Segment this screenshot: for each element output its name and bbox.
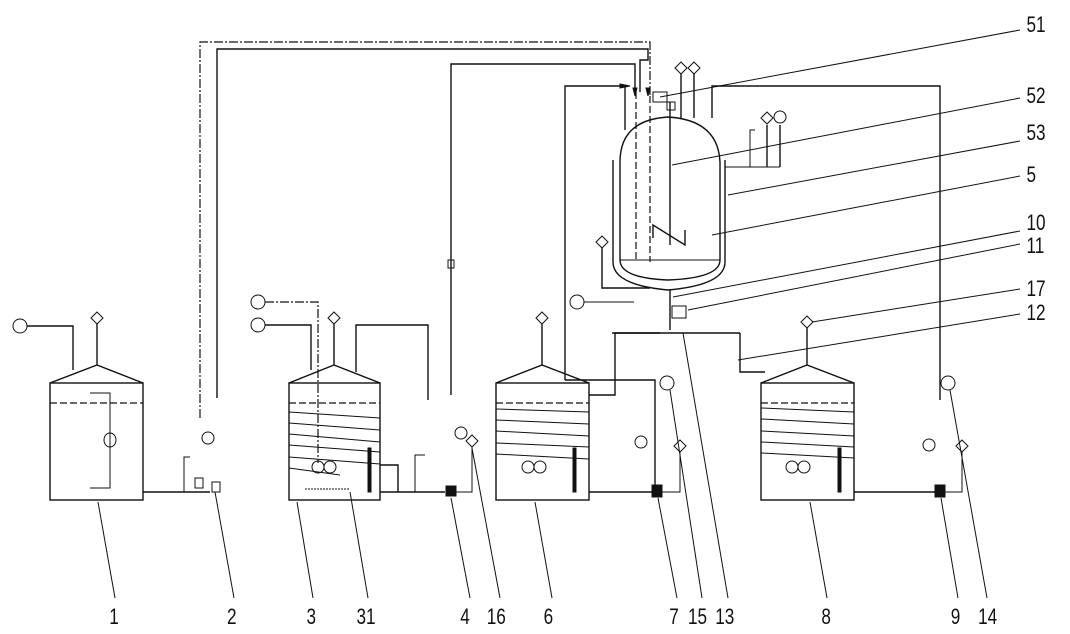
label-6: 6 (544, 605, 554, 630)
label-51: 51 (1026, 13, 1045, 38)
tank-3 (250, 294, 445, 501)
label-52: 52 (1026, 84, 1045, 109)
item-2-valve-station (183, 431, 221, 493)
vent-icon (955, 439, 969, 453)
compressor-icon (250, 317, 266, 333)
label-11: 11 (1026, 234, 1044, 259)
label-10: 10 (1026, 211, 1045, 236)
vent-icon (327, 311, 341, 325)
compressor-icon (12, 318, 28, 334)
tank-6 (495, 311, 687, 501)
compressor-icon (250, 294, 266, 310)
tank-1 (12, 311, 210, 501)
label-15: 15 (688, 605, 707, 630)
vent-icon (674, 61, 688, 75)
vent-icon (760, 111, 774, 125)
compressor-icon (569, 294, 585, 310)
label-1: 1 (109, 605, 119, 630)
label-31: 31 (356, 605, 375, 630)
label-16: 16 (487, 605, 506, 630)
vent-icon (90, 311, 104, 325)
label-53: 53 (1026, 121, 1045, 146)
right-labels: 51 52 53 5 10 11 17 12 (1026, 13, 1045, 326)
label-2: 2 (227, 605, 237, 630)
label-9: 9 (951, 605, 961, 630)
label-8: 8 (821, 605, 831, 630)
vent-icon (465, 434, 479, 448)
label-12: 12 (1026, 301, 1045, 326)
vent-icon (595, 235, 609, 249)
label-5: 5 (1026, 163, 1036, 188)
tank-8 (760, 315, 969, 501)
label-13: 13 (715, 605, 734, 630)
vent-icon (800, 315, 814, 329)
pump-4-station (414, 259, 479, 497)
motor-icon (652, 91, 668, 103)
bottom-labels: 1 2 3 31 4 16 6 7 15 13 8 9 14 (109, 605, 997, 630)
vent-icon (687, 61, 701, 75)
label-14: 14 (978, 605, 997, 630)
reactor-5 (569, 61, 787, 373)
label-7: 7 (669, 605, 679, 630)
label-4: 4 (460, 605, 470, 630)
label-3: 3 (307, 605, 317, 630)
vent-icon (673, 439, 687, 453)
label-17: 17 (1026, 277, 1045, 302)
vent-icon (535, 311, 549, 325)
leader-lines (97, 29, 1021, 599)
top-piping (199, 41, 941, 418)
